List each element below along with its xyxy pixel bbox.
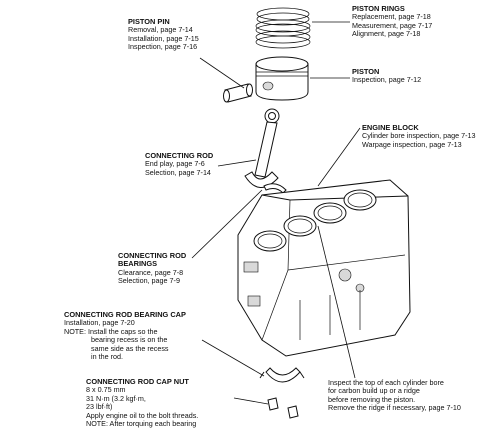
- rod-bearings-selection: Selection, page 7-9: [118, 276, 180, 286]
- piston-pin-callout: PISTON PIN Removal, page 7-14 Installati…: [128, 17, 199, 52]
- piston-rings-measurement: Measurement, page 7-17: [352, 20, 433, 30]
- piston-pin-inspection: Inspection, page 7-16: [128, 42, 198, 52]
- cap-nut-title: CONNECTING ROD CAP NUT: [86, 377, 189, 386]
- piston-title: PISTON: [352, 67, 380, 76]
- piston-pin-drawing: [223, 83, 253, 103]
- cap-nut-torque-lbf: 23 lbf·ft): [86, 402, 113, 412]
- piston-drawing: [255, 56, 309, 101]
- bearing-cap-note-line-1: NOTE: Install the caps so the: [64, 326, 158, 336]
- connecting-rod-end-play: End play, page 7-6: [145, 159, 205, 169]
- cap-nut-size: 8 x 0.75 mm: [86, 385, 126, 395]
- bearing-cap-note-line-2: bearing recess is on the: [91, 335, 168, 345]
- rod-bearings-clearance: Clearance, page 7-8: [118, 267, 184, 277]
- engine-block-drawing: [237, 179, 411, 357]
- rod-bearings-callout: CONNECTING ROD BEARINGS Clearance, page …: [118, 251, 187, 286]
- bearing-cap-installation: Installation, page 7-20: [64, 318, 135, 328]
- piston-rings-title: PISTON RINGS: [352, 4, 405, 13]
- piston-pin-installation: Installation, page 7-15: [128, 33, 199, 43]
- bearing-cap-drawing: [259, 367, 305, 383]
- leader-lines: [191, 21, 361, 405]
- piston-rings-replacement: Replacement, page 7-18: [352, 12, 431, 22]
- cap-nuts-drawing: [267, 397, 299, 419]
- piston-inspection: Inspection, page 7-12: [352, 75, 422, 85]
- cap-nut-torque: 31 N·m (3.2 kgf·m,: [86, 393, 146, 403]
- piston-rings-callout: PISTON RINGS Replacement, page 7-18 Meas…: [352, 4, 433, 39]
- bore-note-line-3: before removing the piston.: [328, 394, 416, 404]
- bore-note-line-4: Remove the ridge if necessary, page 7-10: [328, 403, 461, 413]
- engine-block-warpage-inspection: Warpage inspection, page 7-13: [362, 139, 462, 149]
- rod-bearings-title-line-1: CONNECTING ROD: [118, 251, 187, 260]
- bore-note-line-1: Inspect the top of each cylinder bore: [328, 378, 444, 387]
- bearing-cap-note-line-3: same side as the recess: [91, 343, 169, 353]
- cap-nut-callout: CONNECTING ROD CAP NUT 8 x 0.75 mm 31 N·…: [86, 377, 199, 429]
- connecting-rod-title: CONNECTING ROD: [145, 151, 214, 160]
- piston-pin-removal: Removal, page 7-14: [128, 25, 193, 35]
- engine-block-bore-inspection: Cylinder bore inspection, page 7-13: [362, 131, 476, 141]
- bearing-cap-note-line-4: in the rod.: [91, 352, 123, 362]
- connecting-rod-selection: Selection, page 7-14: [145, 167, 211, 177]
- engine-block-callout: ENGINE BLOCK Cylinder bore inspection, p…: [362, 123, 476, 149]
- piston-rings-drawing: [255, 7, 311, 49]
- bearing-cap-callout: CONNECTING ROD BEARING CAP Installation,…: [64, 310, 186, 362]
- connecting-rod-drawing: [244, 108, 280, 188]
- connecting-rod-callout: CONNECTING ROD End play, page 7-6 Select…: [145, 151, 214, 177]
- engine-block-title: ENGINE BLOCK: [362, 123, 419, 132]
- piston-callout: PISTON Inspection, page 7-12: [352, 67, 422, 85]
- rod-bearings-title-line-2: BEARINGS: [118, 259, 158, 269]
- bore-ridge-note: Inspect the top of each cylinder bore fo…: [328, 378, 461, 413]
- bore-note-line-2: for carbon build up or a ridge: [328, 386, 420, 396]
- rod-bearings-drawing: [263, 183, 287, 194]
- cap-nut-oil-note: Apply engine oil to the bolt threads.: [86, 410, 199, 420]
- piston-pin-title: PISTON PIN: [128, 17, 170, 26]
- piston-rings-alignment: Alignment, page 7-18: [352, 29, 421, 39]
- bearing-cap-title: CONNECTING ROD BEARING CAP: [64, 310, 186, 319]
- cap-nut-torque-note: NOTE: After torquing each bearing: [86, 419, 197, 429]
